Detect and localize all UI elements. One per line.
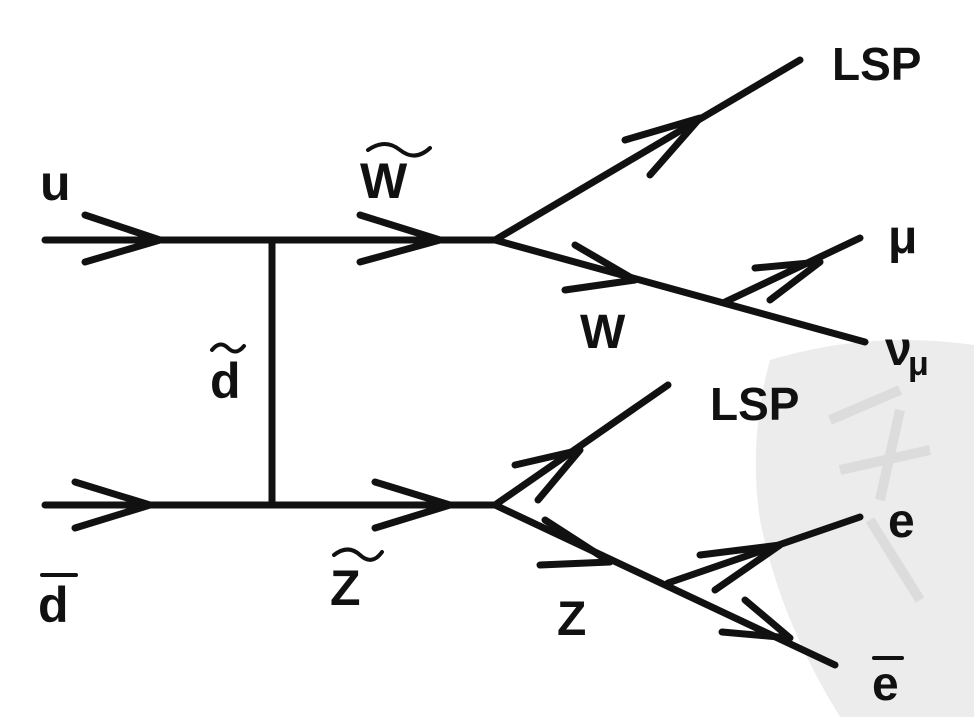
label-dbar: d	[38, 577, 69, 633]
label-nu: ν	[885, 323, 912, 376]
lsp-top-arrow	[621, 114, 704, 179]
label-dtilde: d	[210, 353, 241, 409]
ebar-arrow	[718, 596, 794, 642]
label-e: e	[888, 495, 915, 548]
label-dtilde-tilde	[210, 342, 246, 354]
label-wtilde: W	[360, 153, 408, 209]
lsp-mid-arrow	[511, 446, 584, 504]
mu-arrow	[751, 258, 824, 304]
label-lsp-top: LSP	[832, 38, 921, 90]
dbar-arrow	[71, 478, 154, 532]
e-arrow	[696, 541, 784, 594]
label-u: u	[40, 155, 71, 211]
zino-arrow	[371, 478, 454, 532]
label-mu: μ	[888, 211, 917, 264]
watermark	[755, 340, 974, 717]
label-ebar: e	[872, 658, 899, 711]
u-arrow	[81, 211, 164, 266]
w-arrow	[561, 241, 639, 294]
lsp-mid-line	[491, 381, 672, 509]
w-line	[491, 236, 869, 346]
label-wtilde-tilde	[366, 142, 432, 158]
lsp-top-line	[491, 56, 804, 244]
label-lsp-mid: LSP	[710, 378, 799, 430]
mu-line	[721, 234, 864, 306]
label-nu-sub: μ	[908, 345, 929, 383]
label-ztilde: Z	[330, 560, 361, 616]
label-ztilde-tilde	[332, 547, 384, 562]
wino-arrow	[356, 211, 444, 266]
z-arrow	[536, 516, 614, 569]
label-w: W	[580, 306, 626, 359]
label-z: Z	[557, 593, 586, 646]
